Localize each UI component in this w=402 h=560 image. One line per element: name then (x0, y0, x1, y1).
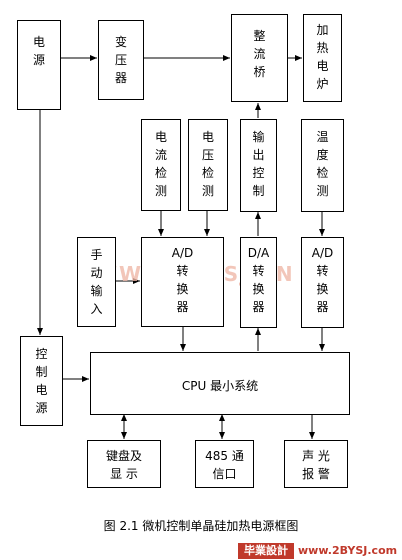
alarm-block: 声 光 报 警 (284, 440, 348, 488)
ad-converter-1-label: A/D 转 换 器 (171, 246, 194, 314)
rectifier-block: 整 流 桥 (231, 14, 288, 102)
output-control-block: 输 出 控 制 (240, 119, 277, 212)
cpu-label: CPU 最小系统 (181, 379, 259, 393)
furnace-label: 加 热 电 炉 (316, 23, 329, 91)
control-power-block: 控 制 电 源 (20, 336, 63, 426)
rs485-label: 485 通 信口 (205, 449, 244, 481)
keyboard-display-block: 键盘及 显 示 (87, 440, 161, 488)
manual-input-block: 手 动 输 入 (77, 237, 116, 327)
footer-bar (0, 543, 402, 560)
footer-logo: 毕業設計 (238, 543, 294, 559)
ad-converter-2-label: A/D 转 换 器 (311, 246, 334, 314)
current-detect-block: 电 流 检 测 (141, 119, 181, 211)
figure-caption: 图 2.1 微机控制单晶硅加热电源框图 (103, 519, 299, 533)
keyboard-display-label: 键盘及 显 示 (105, 449, 142, 481)
transformer-block: 变 压 器 (98, 20, 144, 100)
voltage-detect-block: 电 压 检 测 (188, 119, 228, 211)
ad-converter-2-block: A/D 转 换 器 (301, 237, 344, 328)
voltage-detect-label: 电 压 检 测 (201, 130, 214, 198)
furnace-block: 加 热 电 炉 (303, 14, 342, 102)
power-block: 电 源 (17, 20, 61, 110)
control-power-label: 控 制 电 源 (35, 347, 48, 415)
temp-detect-label: 温 度 检 测 (316, 130, 329, 198)
footer-url[interactable]: www.2BYSJ.com (298, 544, 398, 557)
manual-input-label: 手 动 输 入 (90, 248, 103, 316)
temp-detect-block: 温 度 检 测 (301, 119, 344, 212)
cpu-block: CPU 最小系统 (90, 352, 350, 415)
transformer-label: 变 压 器 (114, 35, 127, 85)
alarm-label: 声 光 报 警 (302, 449, 330, 481)
da-converter-label: D/A 转 换 器 (247, 246, 270, 314)
rs485-block: 485 通 信口 (195, 440, 254, 488)
output-control-label: 输 出 控 制 (252, 130, 265, 198)
rectifier-label: 整 流 桥 (253, 29, 266, 79)
power-label: 电 源 (32, 35, 45, 67)
ad-converter-1-block: A/D 转 换 器 (141, 237, 224, 327)
current-detect-label: 电 流 检 测 (154, 130, 167, 198)
da-converter-block: D/A 转 换 器 (240, 237, 277, 328)
